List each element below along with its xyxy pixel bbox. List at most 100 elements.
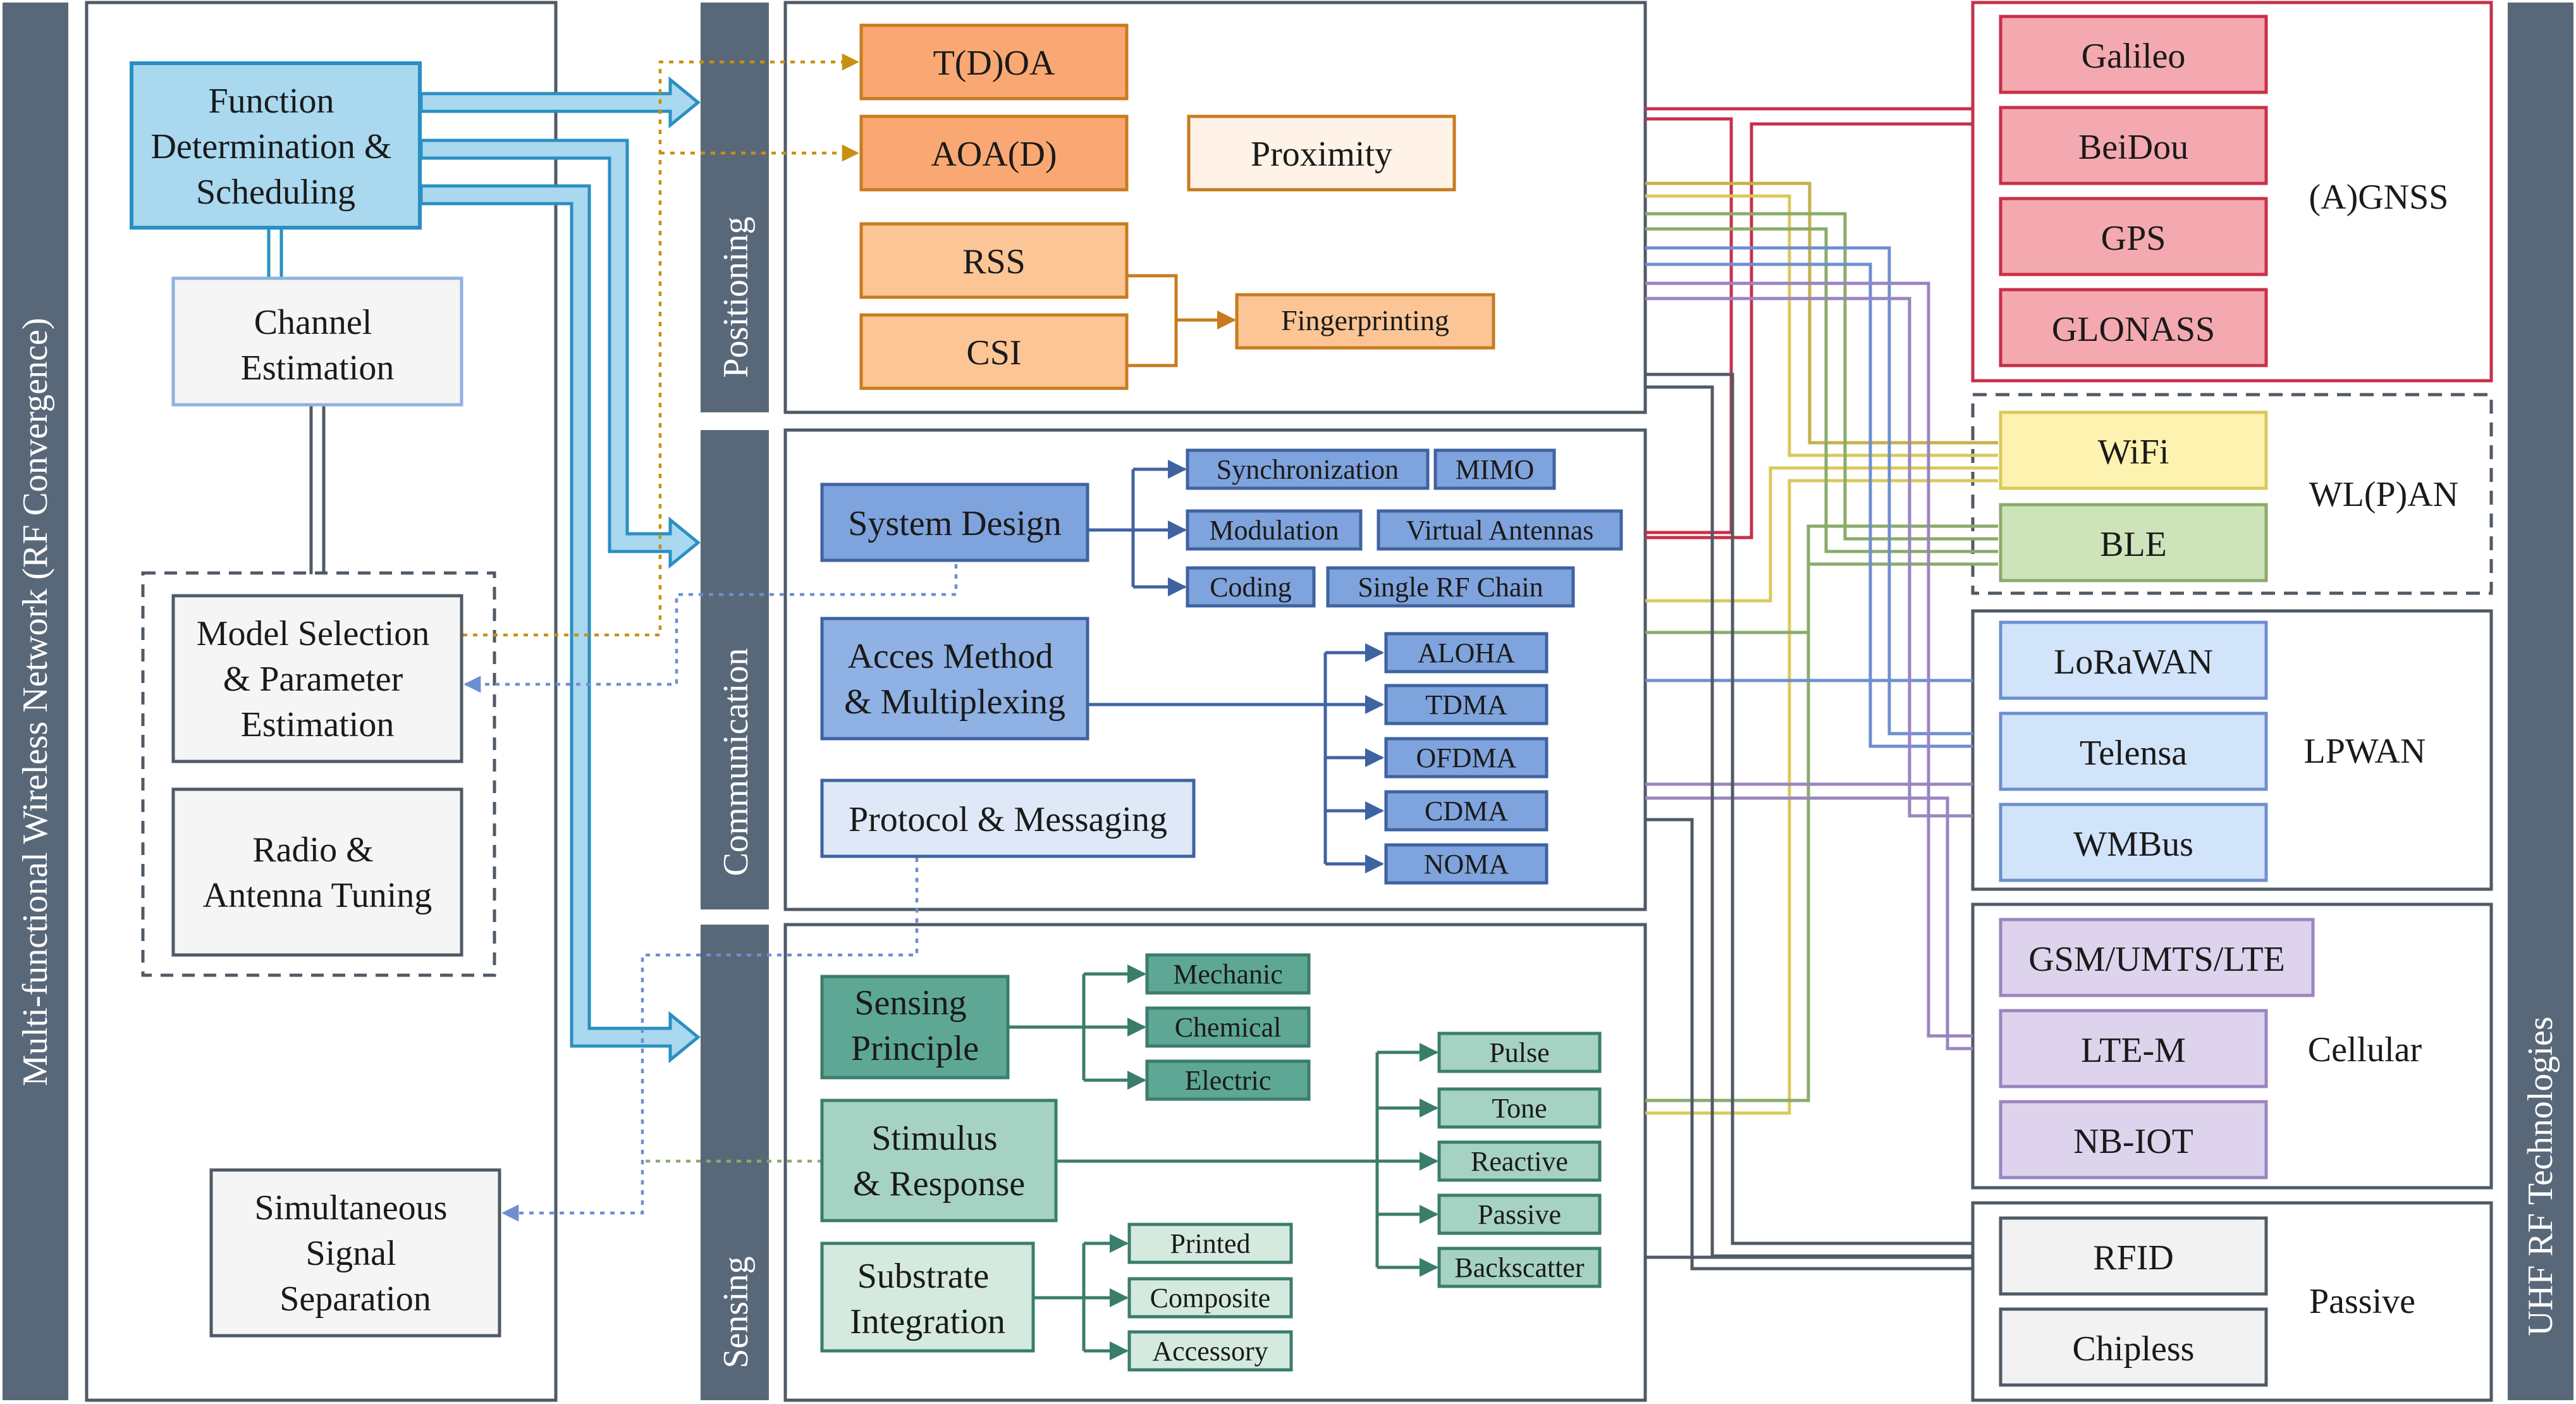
- passive-link: [1645, 818, 1973, 1271]
- gsm-label: GSM/UMTS/LTE: [2028, 940, 2285, 979]
- printed-box: [1127, 1222, 1293, 1264]
- fingerprinting-box: [1235, 293, 1495, 350]
- flow-arrow-communication: [419, 139, 701, 569]
- substrate-box: [820, 1241, 1035, 1353]
- mechanic-label: Mechanic: [1173, 959, 1282, 990]
- gnss-link: [1645, 122, 1973, 539]
- right-bar: [2508, 3, 2573, 1400]
- wifi-link: [1645, 182, 1998, 445]
- protocol-box: [820, 779, 1196, 858]
- passive-link: [1645, 373, 1973, 1245]
- synchronization-label: Synchronization: [1217, 454, 1399, 485]
- ble-link: [1645, 562, 1998, 1102]
- single-rf-chain-box: [1326, 566, 1575, 608]
- bar-labels: Multi-functional Wireless Network (RF Co…: [16, 216, 2560, 1368]
- function-label: Function Determination & Scheduling: [150, 82, 400, 212]
- lpwan-title: LPWAN: [2304, 732, 2426, 771]
- cellular-title: Cellular: [2308, 1030, 2422, 1069]
- protocol-to-separation-link: [501, 858, 919, 1222]
- positioning-bar-label: Positioning: [716, 216, 756, 378]
- ofdma-label: OFDMA: [1416, 742, 1517, 773]
- communication-bar: [701, 430, 769, 909]
- reactive-label: Reactive: [1471, 1146, 1568, 1177]
- nb-iot-box: [1999, 1100, 2268, 1179]
- tdma-box: [1384, 684, 1549, 725]
- protocol-label: Protocol & Messaging: [849, 800, 1167, 839]
- lpwan-link: [1645, 246, 1973, 736]
- radio-tuning-label: Radio & Antenna Tuning: [203, 830, 432, 915]
- modulation-label: Modulation: [1209, 515, 1339, 546]
- backscatter-box: [1437, 1247, 1602, 1288]
- tdoa-box: [859, 23, 1129, 101]
- csi-box: [859, 313, 1129, 390]
- virtual-antennas-box: [1377, 509, 1623, 551]
- beidou-label: BeiDou: [2078, 128, 2188, 167]
- model-selection-label: Model Selection & Parameter Estimation: [197, 614, 439, 744]
- gps-box: [1999, 197, 2268, 276]
- stimulus-response-box: [820, 1099, 1058, 1222]
- communication-links: [1088, 460, 1384, 873]
- chipless-box: [1999, 1307, 2268, 1387]
- wlan-title: WL(P)AN: [2309, 475, 2458, 514]
- electric-label: Electric: [1185, 1065, 1272, 1096]
- communication-boxes: System Design Acces Method & Multiplexin…: [820, 448, 1623, 885]
- proximity-label: Proximity: [1251, 135, 1392, 174]
- chipless-label: Chipless: [2073, 1329, 2195, 1369]
- csi-label: CSI: [966, 333, 1021, 373]
- sensing-links: [1008, 964, 1438, 1360]
- rfid-box: [1999, 1216, 2268, 1296]
- rss-box: [859, 222, 1129, 299]
- tone-box: [1437, 1087, 1602, 1129]
- system-design-label: System Design: [848, 504, 1062, 543]
- flow-arrow-positioning: [419, 76, 701, 129]
- chemical-label: Chemical: [1175, 1012, 1282, 1043]
- cdma-label: CDMA: [1425, 796, 1508, 827]
- ble-link: [1645, 524, 1998, 634]
- sensing-principle-box: [820, 975, 1010, 1080]
- modulation-box: [1186, 509, 1363, 551]
- mimo-box: [1433, 448, 1556, 490]
- pulse-label: Pulse: [1489, 1037, 1549, 1068]
- communication-bar-label: Communication: [716, 648, 756, 877]
- virtual-antennas-label: Virtual Antennas: [1406, 515, 1594, 546]
- single-rf-chain-label: Single RF Chain: [1358, 572, 1543, 603]
- synchronization-box: [1186, 448, 1430, 490]
- channel-estimation-box: [171, 276, 463, 407]
- cellular-link: [1645, 297, 1973, 818]
- access-method-box: [820, 617, 1089, 741]
- model-radio-group: [141, 571, 496, 977]
- lorawan-label: LoRaWAN: [2054, 643, 2213, 682]
- gnss-link: [1645, 117, 1733, 534]
- fingerprinting-label: Fingerprinting: [1281, 304, 1449, 336]
- positioning-boxes: T(D)OA AOA(D) Proximity RSS CSI Fingerpr…: [859, 23, 1495, 390]
- telensa-label: Telensa: [2080, 734, 2187, 773]
- substrate-label: Substrate Integration: [850, 1257, 1005, 1341]
- galileo-box: [1999, 15, 2268, 94]
- nb-iot-label: NB-IOT: [2073, 1122, 2193, 1161]
- left-bar: [3, 3, 68, 1400]
- dotted-links: [463, 53, 958, 1222]
- wmbus-box: [1999, 803, 2268, 882]
- technology-boxes: Galileo BeiDou GPS GLONASS (A)GNSS WiFi …: [1999, 15, 2458, 1387]
- model-selection-box: [171, 594, 463, 763]
- stimulus-response-label: Stimulus & Response: [853, 1119, 1025, 1204]
- cellular-link: [1645, 796, 1973, 1050]
- beidou-box: [1999, 106, 2268, 185]
- noma-box: [1384, 843, 1549, 885]
- sensing-bar-label: Sensing: [716, 1256, 756, 1368]
- wmbus-label: WMBus: [2073, 825, 2193, 864]
- left-panel-boxes: Function Determination & Scheduling Chan…: [130, 61, 501, 1338]
- coding-label: Coding: [1210, 572, 1292, 603]
- chemical-box: [1145, 1006, 1311, 1048]
- access-method-label: Acces Method & Multiplexing: [844, 637, 1065, 722]
- sensing-boxes: Sensing Principle Stimulus & Response Su…: [820, 953, 1602, 1372]
- left-bar-label: Multi-functional Wireless Network (RF Co…: [16, 318, 55, 1087]
- proximity-box: [1187, 114, 1456, 192]
- ofdma-box: [1384, 737, 1549, 779]
- ble-link: [1645, 227, 1998, 553]
- wifi-box: [1999, 410, 2268, 490]
- technology-connectors: [1645, 107, 1998, 1271]
- gsm-box: [1999, 918, 2315, 997]
- cdma-box: [1384, 790, 1549, 832]
